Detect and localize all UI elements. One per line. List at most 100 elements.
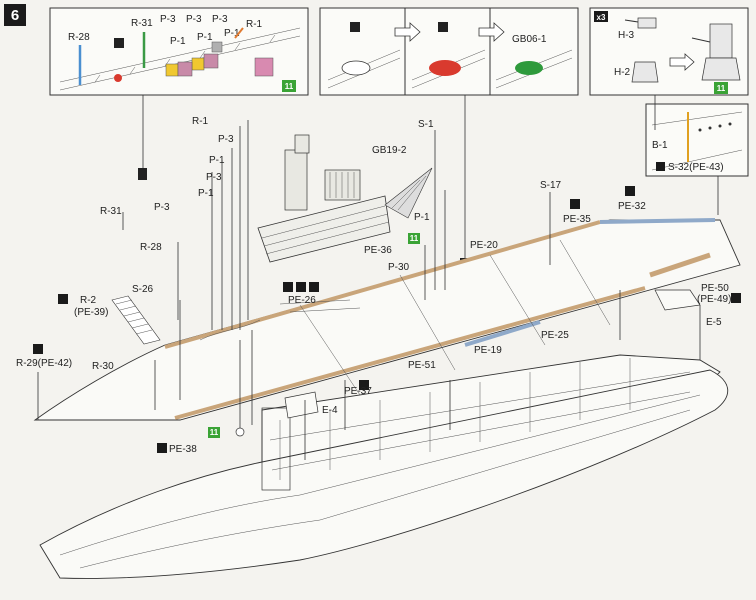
label-e4: E-4 [322,405,338,416]
inset-b-disc [341,60,371,76]
inset-d-label-b1: B-1 [652,140,668,151]
inset-a-label-r31: R-31 [131,18,153,29]
info-icon [33,344,43,354]
green-badge-bottom-text: 11 [210,428,219,437]
arrow-right-icon [394,22,421,42]
inset-a-label-p1-1: P-1 [170,36,186,47]
arrow-right-icon [478,22,505,42]
deck-strip-pe38 [174,286,646,420]
label-pe26: PE-26 [288,295,316,306]
inset-c-badge-text: 11 [717,84,726,93]
glue-icon [283,282,293,292]
inset-b: GB06-1 [319,7,579,96]
inset-b-green-disc [515,61,543,75]
glue-icon [157,443,167,453]
inset-d: B-1 S-32(PE-43) [645,103,749,177]
label-p30: P-30 [388,262,410,273]
rail-r2 [111,295,161,345]
label-gb192: GB19-2 [372,145,407,156]
label-pe19: PE-19 [474,345,502,356]
red-marker [114,74,122,82]
inset-a-badge-text: 11 [285,82,294,91]
inset-a-label-p3-3: P-3 [212,14,228,25]
label-p3b: P-3 [206,172,222,183]
glue-icon [570,199,580,209]
deck-strip-blue [599,218,716,224]
part-orange [234,27,244,39]
info-icon [731,293,741,303]
label-s17: S-17 [540,180,562,191]
inset-c-green-badge [714,82,728,94]
part-pink-3 [254,57,274,77]
info-icon [58,294,68,304]
deck-strip-pe19 [464,320,541,347]
multiplier-text: x3 [597,13,606,22]
label-r2: R-2 [80,295,97,306]
label-pe50: PE-50 [701,283,729,294]
label-r28: R-28 [140,242,162,253]
glue-bottle-icon [138,168,147,180]
inset-a: R-28 R-31 P-3 P-3 P-3 R-1 P-1 P-1 P-1 11 [49,7,309,96]
inset-b-red-disc [429,60,461,76]
part-yellow-2 [191,57,205,71]
label-p1b: P-1 [198,188,214,199]
label-e5: E-5 [706,317,722,328]
arrow-right-icon [669,53,695,71]
inset-a-label-p1-3: P-1 [224,28,240,39]
inset-a-label-p3-1: P-3 [160,14,176,25]
label-pe49: (PE-49) [697,294,731,305]
inset-a-label-p1-2: P-1 [197,32,213,43]
inset-c: x3 H-3 H-2 11 [589,7,749,96]
island [257,134,433,263]
step-number-box: 6 [4,4,26,26]
info-icon [656,162,665,171]
glue-icon [114,38,124,48]
part-grey [211,41,223,53]
green-badge-bottom [208,427,220,438]
label-pe36: PE-36 [364,245,392,256]
part-yellow-1 [165,63,179,77]
label-pe51: PE-51 [408,360,436,371]
assembled-turret [709,23,733,59]
inset-b-label-gb06: GB06-1 [512,34,547,45]
label-pe25: PE-25 [541,330,569,341]
label-r29: R-29(PE-42) [16,358,72,369]
label-p1c: P-1 [414,212,430,223]
label-s1: S-1 [418,119,434,130]
panel-e5 [654,289,701,311]
label-r1: R-1 [192,116,209,127]
inset-b-glue-icon [350,22,360,32]
glue-icon [296,282,306,292]
part-h2 [631,61,659,83]
label-pe20: PE-20 [470,240,498,251]
info-icon [309,282,319,292]
label-p3c: P-3 [154,202,170,213]
panel-e4 [284,391,319,419]
inset-a-label-r1: R-1 [246,19,263,30]
label-r30: R-30 [92,361,114,372]
multiplier-badge [594,11,608,22]
label-pe35: PE-35 [563,214,591,225]
part-pink-2 [203,53,219,69]
label-p3a: P-3 [218,134,234,145]
inset-a-label-r28: R-28 [68,32,90,43]
part-h3 [637,17,657,29]
glue-icon [625,186,635,196]
label-r31: R-31 [100,206,122,217]
label-pe32: PE-32 [618,201,646,212]
step-number: 6 [11,7,19,24]
inset-c-label-h3: H-3 [618,30,635,41]
label-pe38: PE-38 [169,444,197,455]
inset-d-label-s32: S-32(PE-43) [668,162,724,173]
label-pe39: (PE-39) [74,307,108,318]
label-s26: S-26 [132,284,154,295]
part-pink-1 [177,61,193,77]
deck-strip-pe36 [164,220,601,349]
inset-a-label-p3-2: P-3 [186,14,202,25]
green-badge-mid [408,233,420,244]
part-labels: R-1 P-3 P-1 P-3 P-1 R-31 P-3 R-28 S-26 R… [16,116,741,455]
inset-c-label-h2: H-2 [614,67,631,78]
label-pe37: PE-37 [344,386,372,397]
